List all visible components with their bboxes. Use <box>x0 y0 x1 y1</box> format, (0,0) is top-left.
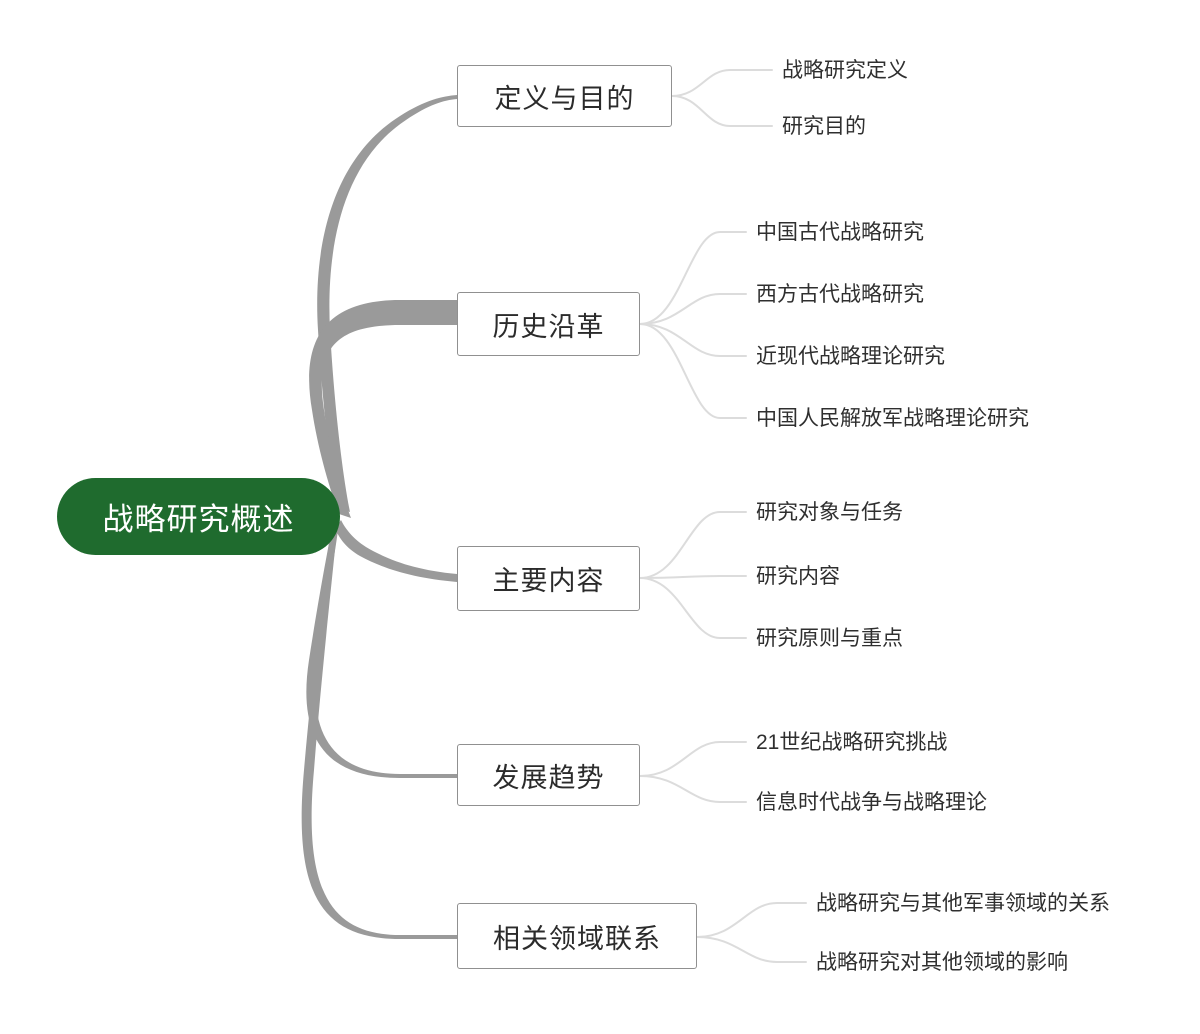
branch-node-label: 相关领域联系 <box>493 923 661 954</box>
branch-node-main-content[interactable]: 主要内容 <box>457 546 640 611</box>
leaf-node[interactable]: 战略研究对其他领域的影响 <box>816 951 1068 974</box>
leaf-node[interactable]: 21世纪战略研究挑战 <box>756 731 948 754</box>
branch-node-historical-development[interactable]: 历史沿革 <box>457 292 640 356</box>
leaf-node[interactable]: 中国古代战略研究 <box>756 221 924 244</box>
twig-b1-l2 <box>671 95 773 127</box>
root-node-label: 战略研究概述 <box>102 502 295 537</box>
trunk-to-branch-2 <box>309 300 457 518</box>
leaf-node[interactable]: 战略研究定义 <box>782 59 908 82</box>
twig-b1-l1 <box>671 69 773 97</box>
branch-node-related-fields[interactable]: 相关领域联系 <box>457 903 697 969</box>
leaf-node[interactable]: 中国人民解放军战略理论研究 <box>756 407 1029 430</box>
twig-b5-l2 <box>696 936 807 963</box>
trunk-to-branch-4 <box>306 528 457 778</box>
root-node[interactable]: 战略研究概述 <box>57 478 340 555</box>
leaf-node[interactable]: 西方古代战略研究 <box>756 283 924 306</box>
twig-b3-l3 <box>639 577 747 639</box>
branch-node-development-trends[interactable]: 发展趋势 <box>457 744 640 806</box>
leaf-node[interactable]: 研究内容 <box>756 565 840 588</box>
trunk-to-branch-1 <box>317 95 457 512</box>
leaf-node[interactable]: 研究目的 <box>782 115 866 138</box>
twig-b2-l1 <box>639 231 747 325</box>
twig-b2-l3 <box>639 323 747 357</box>
twig-b5-l1 <box>696 902 807 938</box>
leaf-node[interactable]: 研究对象与任务 <box>756 501 903 524</box>
branch-node-label: 定义与目的 <box>494 83 635 114</box>
twig-b2-l2 <box>639 293 747 325</box>
leaf-node[interactable]: 近现代战略理论研究 <box>756 345 945 368</box>
branch-node-label: 历史沿革 <box>492 311 605 342</box>
twig-b4-l1 <box>639 741 747 777</box>
trunk-to-branch-5 <box>301 528 457 939</box>
branch-node-definition-and-purpose[interactable]: 定义与目的 <box>457 65 672 127</box>
leaf-node[interactable]: 研究原则与重点 <box>756 627 903 650</box>
branch-node-label: 发展趋势 <box>492 762 605 793</box>
twig-b2-l4 <box>639 323 747 419</box>
leaf-node[interactable]: 信息时代战争与战略理论 <box>756 791 987 814</box>
branch-node-label: 主要内容 <box>492 566 605 596</box>
trunk-to-branch-3 <box>335 520 457 582</box>
leaf-node[interactable]: 战略研究与其他军事领域的关系 <box>816 892 1110 915</box>
twig-b3-l2 <box>639 575 747 579</box>
twig-b3-l1 <box>639 511 747 579</box>
twig-b4-l2 <box>639 775 747 803</box>
